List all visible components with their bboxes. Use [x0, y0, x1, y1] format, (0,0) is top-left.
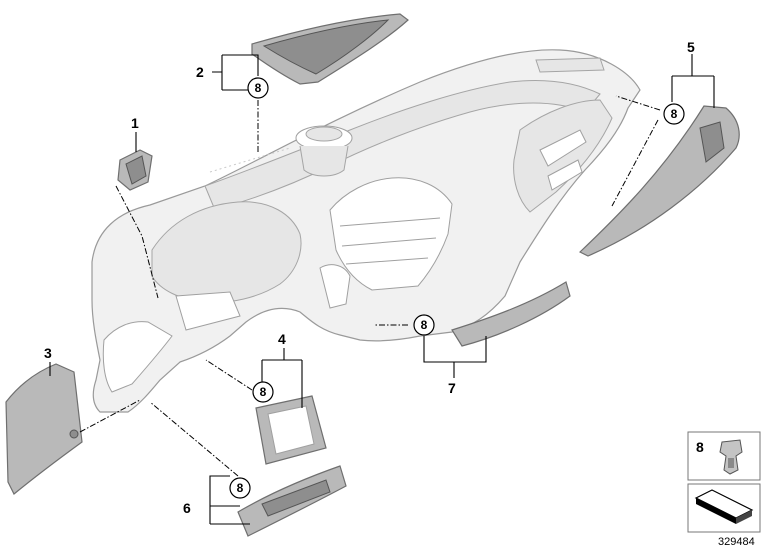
clip-icon — [719, 439, 743, 475]
part-2-top-trim — [251, 13, 409, 85]
part-4-vent-frame — [255, 395, 327, 465]
part-6-lower-panel — [237, 465, 347, 537]
dashboard-assembly — [91, 49, 641, 413]
marker-8-label: 8 — [421, 318, 428, 332]
callout-7: 7 — [448, 380, 456, 396]
marker-8-label: 8 — [671, 107, 678, 121]
marker-8-label: 8 — [260, 385, 267, 399]
circle-marker: 8 — [252, 381, 274, 403]
part-1-vent — [117, 149, 153, 191]
circle-marker: 8 — [663, 103, 685, 125]
reference-number: 329484 — [718, 536, 755, 548]
circle-marker: 8 — [413, 314, 435, 336]
circled-8-markers: 8 8 8 8 8 — [229, 77, 685, 499]
marker-8-label: 8 — [255, 81, 262, 95]
part-7-trim-strip — [451, 281, 571, 347]
marker-8-label: 8 — [237, 481, 244, 495]
leader-lines — [49, 54, 715, 525]
part-3-left-cover — [5, 363, 83, 495]
circle-marker: 8 — [229, 477, 251, 499]
callout-2: 2 — [196, 64, 204, 80]
callout-5: 5 — [687, 39, 695, 55]
symbol-box — [687, 483, 761, 533]
legend-box: 8 — [687, 431, 761, 481]
callout-4: 4 — [278, 331, 286, 347]
part-5-right-trim — [578, 105, 740, 257]
callout-3: 3 — [44, 345, 52, 361]
part-symbol-icon — [694, 489, 754, 524]
callout-labels: 1 2 3 4 5 6 7 — [44, 39, 695, 516]
callout-1: 1 — [131, 115, 139, 131]
circle-marker: 8 — [247, 77, 269, 99]
legend-item-number: 8 — [696, 439, 704, 455]
callout-6: 6 — [183, 500, 191, 516]
